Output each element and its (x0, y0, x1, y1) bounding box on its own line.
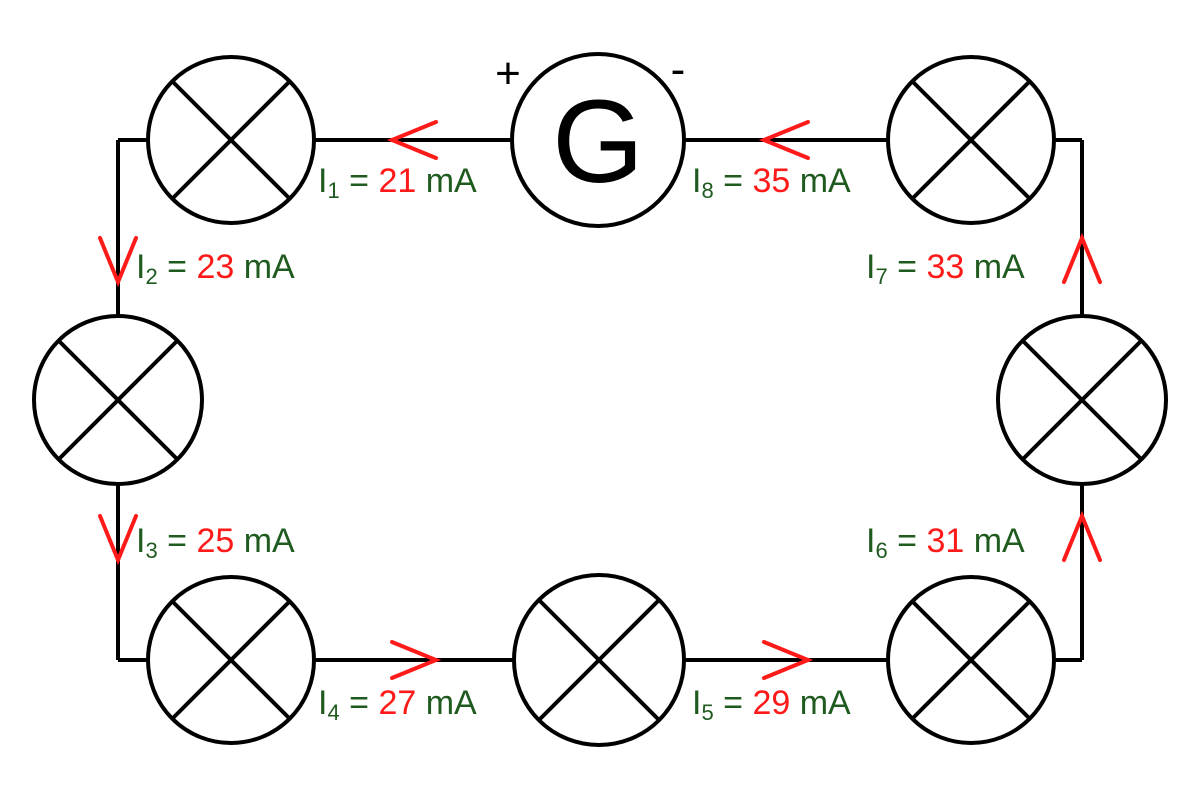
arrow-i3-down (98, 514, 138, 566)
lamp-right (996, 314, 1168, 486)
arrow-i7-up (1062, 232, 1102, 284)
current-label-i6: I6 = 31 mA (866, 522, 1025, 563)
wires (116, 138, 1084, 662)
lamp-top-right (886, 55, 1056, 225)
generator-plus-sign: + (495, 49, 521, 98)
arrow-i4-right (390, 640, 442, 680)
current-label-i1: I1 = 21 mA (318, 162, 477, 203)
current-label-i3: I3 = 25 mA (136, 522, 295, 563)
arrow-i5-right (762, 640, 814, 680)
current-label-i5: I5 = 29 mA (692, 684, 851, 725)
current-labels: I1 = 21 mA I2 = 23 mA I3 = 25 mA I4 = 27… (136, 162, 1025, 725)
generator-minus-sign: - (671, 45, 686, 94)
lamp-bottom-right (886, 575, 1056, 745)
lamp-left (32, 314, 204, 486)
generator-circle (510, 52, 686, 228)
current-label-i2: I2 = 23 mA (136, 248, 295, 289)
current-label-i8: I8 = 35 mA (692, 162, 851, 203)
arrow-i6-up (1062, 510, 1102, 562)
current-arrows (98, 120, 1102, 680)
generator-letter: G (552, 76, 644, 208)
lamp-bottom-left (146, 575, 316, 745)
arrow-i2-down (98, 236, 138, 288)
lamp-bottom-middle (512, 573, 686, 747)
current-label-i7: I7 = 33 mA (866, 248, 1025, 289)
arrow-i8-left (758, 120, 810, 160)
generator: G + - (495, 45, 686, 228)
arrow-i1-left (386, 120, 438, 160)
lamp-top-left (146, 55, 316, 225)
current-label-i4: I4 = 27 mA (318, 684, 477, 725)
